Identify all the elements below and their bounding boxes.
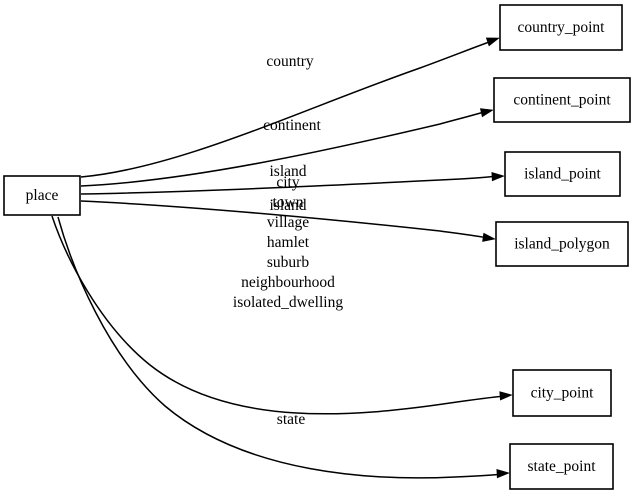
edge-label-continent_point: continent bbox=[263, 117, 321, 134]
edge-label-city_point: city town village hamlet suburb neighbourhood… bbox=[233, 174, 343, 311]
edge-label-line: city bbox=[276, 174, 299, 191]
edge-place-to-country_point bbox=[80, 37, 500, 178]
edge-path-continent_point bbox=[80, 110, 488, 187]
edge-arrowhead-country_point bbox=[485, 37, 500, 47]
edge-arrowhead-state_point bbox=[496, 469, 510, 479]
node-box-continent_point bbox=[493, 77, 631, 123]
node-label-continent_point: continent_point bbox=[513, 92, 611, 109]
edge-path-state_point bbox=[57, 216, 504, 479]
edge-label-line: continent bbox=[263, 117, 321, 134]
edge-path-island_point bbox=[80, 175, 498, 195]
edge-place-to-state_point bbox=[57, 216, 510, 479]
node-box-island_point bbox=[504, 151, 621, 197]
edge-label-line: town bbox=[273, 194, 304, 211]
node-label-island_point: island_point bbox=[524, 166, 601, 183]
edges-layer bbox=[51, 37, 513, 479]
node-label-city_point: city_point bbox=[531, 385, 595, 402]
node-box-place bbox=[3, 175, 81, 216]
edge-label-line: village bbox=[267, 214, 309, 231]
edge-label-line: island bbox=[269, 197, 306, 214]
edge-label-island_polygon: island bbox=[269, 197, 306, 214]
edge-arrowhead-island_point bbox=[491, 172, 505, 182]
node-box-country_point bbox=[499, 4, 623, 51]
node-label-place: place bbox=[26, 187, 59, 204]
edge-arrowhead-island_polygon bbox=[482, 232, 496, 242]
node-island_point[interactable]: island_point bbox=[504, 151, 621, 197]
edge-arrowhead-city_point bbox=[499, 391, 513, 401]
edge-place-to-continent_point bbox=[80, 108, 494, 187]
edge-label-island_point: island bbox=[269, 163, 306, 180]
node-island_polygon[interactable]: island_polygon bbox=[495, 221, 629, 267]
edge-label-line: hamlet bbox=[267, 234, 310, 251]
edge-label-line: country bbox=[266, 53, 314, 70]
edge-label-line: island bbox=[269, 163, 306, 180]
edge-path-country_point bbox=[80, 40, 493, 178]
node-box-island_polygon bbox=[495, 221, 629, 267]
node-label-island_polygon: island_polygon bbox=[514, 236, 610, 253]
node-label-country_point: country_point bbox=[518, 19, 606, 36]
node-city_point[interactable]: city_point bbox=[512, 369, 612, 417]
edge-label-country_point: country bbox=[266, 53, 314, 70]
edge-label-line: isolated_dwelling bbox=[233, 294, 343, 311]
edge-label-line: suburb bbox=[267, 254, 309, 271]
edge-path-city_point bbox=[51, 215, 506, 415]
edge-path-island_polygon bbox=[80, 200, 489, 239]
edge-label-state_point: state bbox=[277, 411, 306, 428]
node-continent_point[interactable]: continent_point bbox=[493, 77, 631, 123]
edge-label-line: neighbourhood bbox=[241, 274, 335, 291]
edge-place-to-island_polygon bbox=[80, 200, 496, 242]
node-box-city_point bbox=[512, 369, 612, 417]
edge-arrowhead-continent_point bbox=[479, 108, 494, 118]
node-box-state_point bbox=[509, 443, 614, 490]
node-place[interactable]: place bbox=[3, 175, 81, 216]
edge-label-line: state bbox=[277, 411, 306, 428]
edge-place-to-city_point bbox=[51, 215, 513, 415]
node-country_point[interactable]: country_point bbox=[499, 4, 623, 51]
edge-place-to-island_point bbox=[80, 172, 505, 195]
node-label-state_point: state_point bbox=[527, 458, 596, 475]
nodes-layer: place country_point continent_point island_… bbox=[3, 4, 631, 490]
node-state_point[interactable]: state_point bbox=[509, 443, 614, 490]
